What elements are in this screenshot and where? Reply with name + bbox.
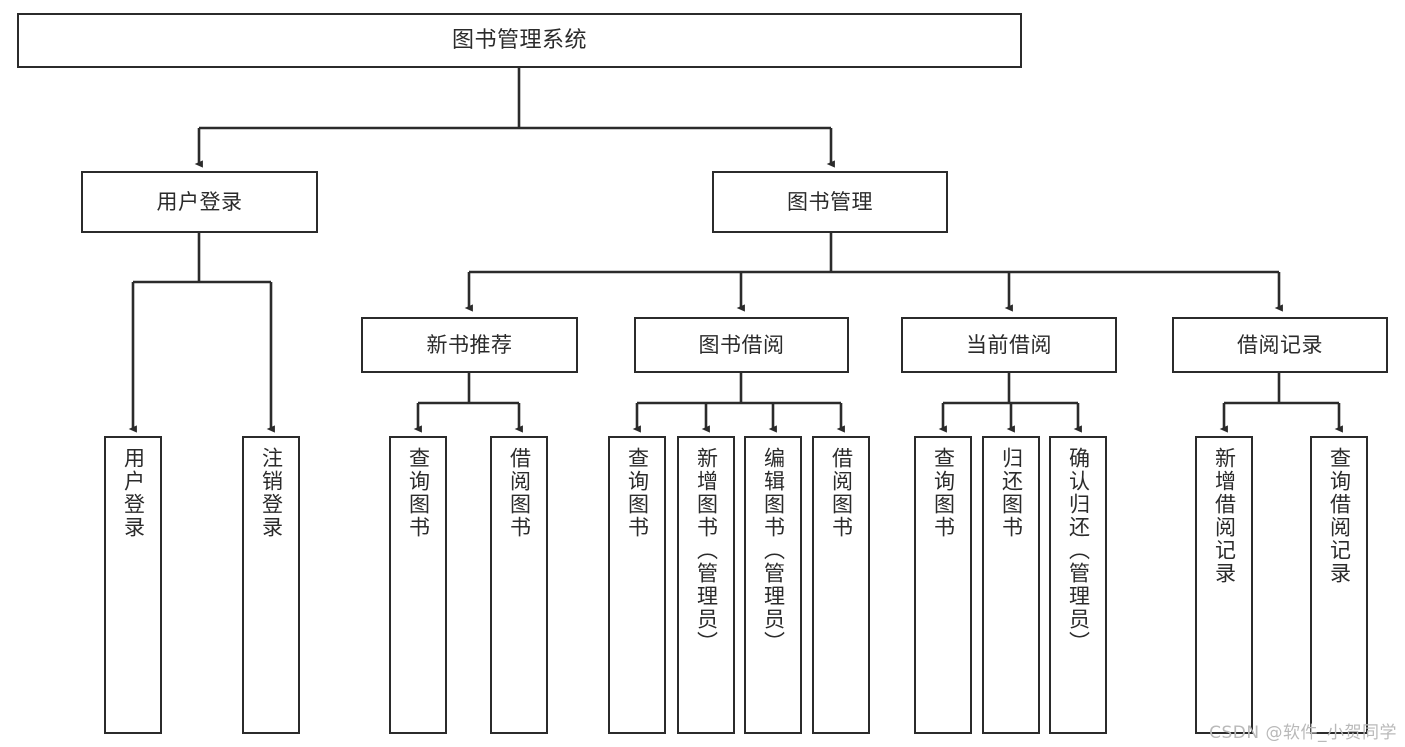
node-label: 查询图书: [625, 447, 650, 539]
node-label: 借阅图书: [829, 447, 854, 539]
node-label: 新增借阅记录: [1212, 447, 1237, 585]
node-leaf-query-book-2[interactable]: 查询图书: [608, 436, 666, 734]
node-leaf-query-book-3[interactable]: 查询图书: [914, 436, 972, 734]
node-leaf-edit-book[interactable]: 编辑图书（管理员）: [744, 436, 802, 734]
node-current-borrow[interactable]: 当前借阅: [901, 317, 1117, 373]
node-label: 查询图书: [406, 447, 431, 539]
node-leaf-logout-login[interactable]: 注销登录: [242, 436, 300, 734]
node-label: 确认归还（管理员）: [1066, 447, 1091, 654]
node-label: 用户登录: [156, 189, 243, 214]
node-label: 查询图书: [931, 447, 956, 539]
node-label: 借阅图书: [507, 447, 532, 539]
node-label: 查询借阅记录: [1327, 447, 1352, 585]
node-leaf-add-book[interactable]: 新增图书（管理员）: [677, 436, 735, 734]
node-label: 用户登录: [121, 447, 146, 539]
node-leaf-confirm-return[interactable]: 确认归还（管理员）: [1049, 436, 1107, 734]
node-user-login[interactable]: 用户登录: [81, 171, 318, 233]
node-new-book-recommend[interactable]: 新书推荐: [361, 317, 578, 373]
node-leaf-borrow-book-1[interactable]: 借阅图书: [490, 436, 548, 734]
node-leaf-query-record[interactable]: 查询借阅记录: [1310, 436, 1368, 734]
node-label: 当前借阅: [966, 332, 1052, 357]
node-label: 图书管理系统: [451, 27, 587, 53]
node-label: 图书管理: [787, 189, 873, 214]
node-leaf-user-login[interactable]: 用户登录: [104, 436, 162, 734]
node-label: 新增图书（管理员）: [694, 447, 719, 654]
node-label: 新书推荐: [426, 332, 513, 357]
node-label: 图书借阅: [698, 332, 785, 357]
node-book-borrow[interactable]: 图书借阅: [634, 317, 849, 373]
node-leaf-query-book-1[interactable]: 查询图书: [389, 436, 447, 734]
node-book-manage[interactable]: 图书管理: [712, 171, 948, 233]
node-leaf-borrow-book-2[interactable]: 借阅图书: [812, 436, 870, 734]
node-label: 编辑图书（管理员）: [761, 447, 786, 654]
node-leaf-add-record[interactable]: 新增借阅记录: [1195, 436, 1253, 734]
node-leaf-return-book[interactable]: 归还图书: [982, 436, 1040, 734]
node-root-book-management-system[interactable]: 图书管理系统: [17, 13, 1022, 68]
node-label: 借阅记录: [1237, 332, 1323, 357]
node-label: 注销登录: [259, 447, 284, 539]
node-label: 归还图书: [999, 447, 1024, 539]
node-borrow-record[interactable]: 借阅记录: [1172, 317, 1388, 373]
watermark: CSDN @软件_小贺同学: [1209, 723, 1397, 743]
